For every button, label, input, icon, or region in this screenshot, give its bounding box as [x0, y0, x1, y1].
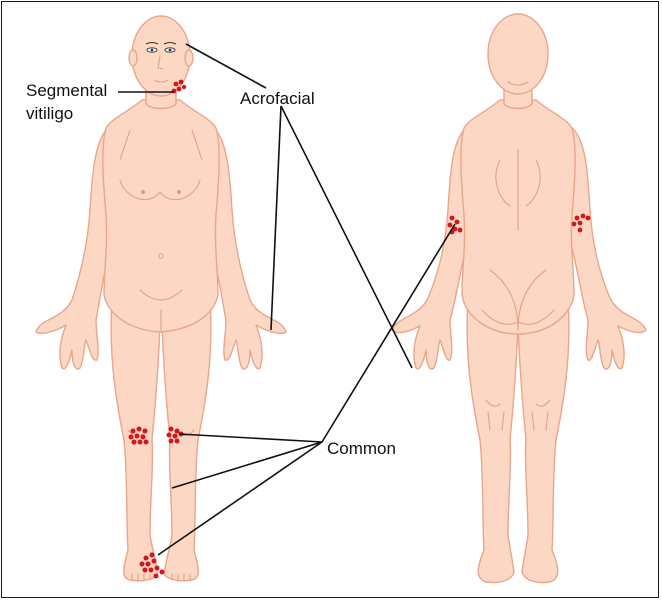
leader-acrofacial-hand-back — [281, 106, 412, 368]
leader-acrofacial-hand-front — [271, 106, 281, 330]
label-vitiligo: vitiligo — [26, 103, 73, 124]
leader-acrofacial-forehead — [186, 44, 266, 88]
label-common: Common — [327, 438, 396, 459]
label-segmental: Segmental — [26, 80, 107, 101]
leader-common-knee — [179, 434, 322, 442]
back-view-body — [392, 14, 646, 583]
label-acrofacial: Acrofacial — [240, 88, 315, 109]
